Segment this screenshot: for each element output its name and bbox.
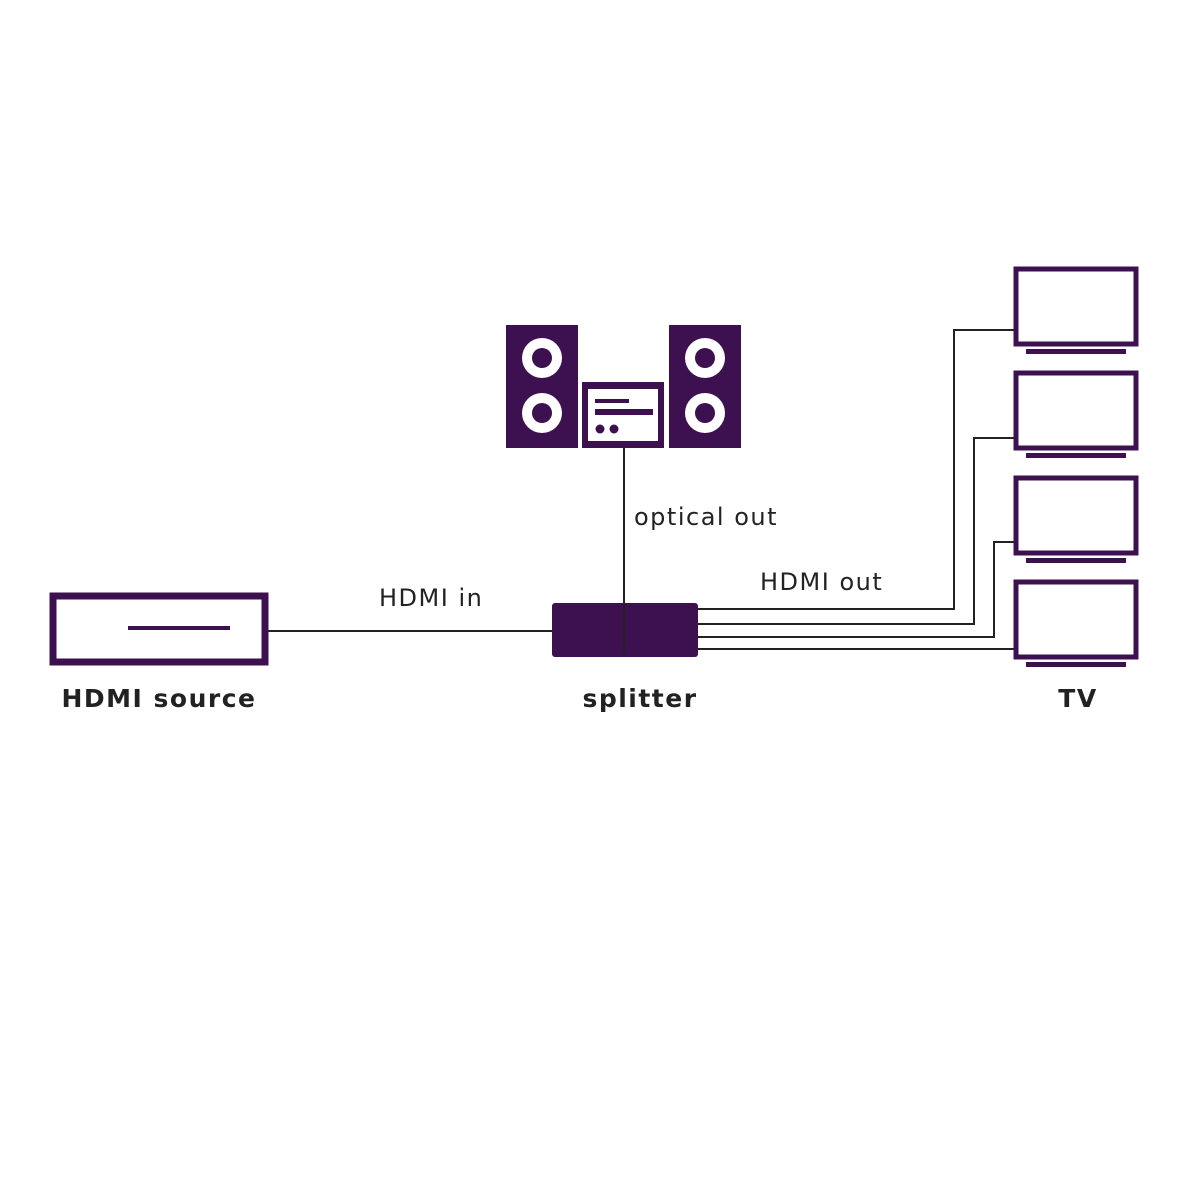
tv-stack bbox=[1013, 266, 1139, 667]
tv-label: TV bbox=[1058, 684, 1097, 713]
hdmi-out-label: HDMI out bbox=[760, 568, 883, 596]
tv-icon bbox=[1013, 370, 1139, 458]
right-speaker-icon bbox=[669, 325, 741, 448]
amplifier-icon bbox=[582, 382, 664, 448]
hdmi-out-cable-3 bbox=[697, 541, 1015, 638]
tv-icon bbox=[1013, 266, 1139, 354]
tv-icon bbox=[1013, 475, 1139, 563]
hdmi-out-cable-2 bbox=[697, 437, 1015, 625]
optical-out-label: optical out bbox=[634, 503, 778, 531]
stereo-system-icon bbox=[506, 325, 741, 448]
tv-icon bbox=[1013, 579, 1139, 667]
splitter-label: splitter bbox=[582, 684, 697, 713]
left-speaker-icon bbox=[506, 325, 578, 448]
hdmi-source-label: HDMI source bbox=[61, 684, 256, 713]
hdmi-out-cable-1 bbox=[697, 329, 1015, 610]
hdmi-in-label: HDMI in bbox=[379, 584, 483, 612]
hdmi-source-box-icon bbox=[49, 592, 269, 666]
cables bbox=[266, 329, 1015, 652]
